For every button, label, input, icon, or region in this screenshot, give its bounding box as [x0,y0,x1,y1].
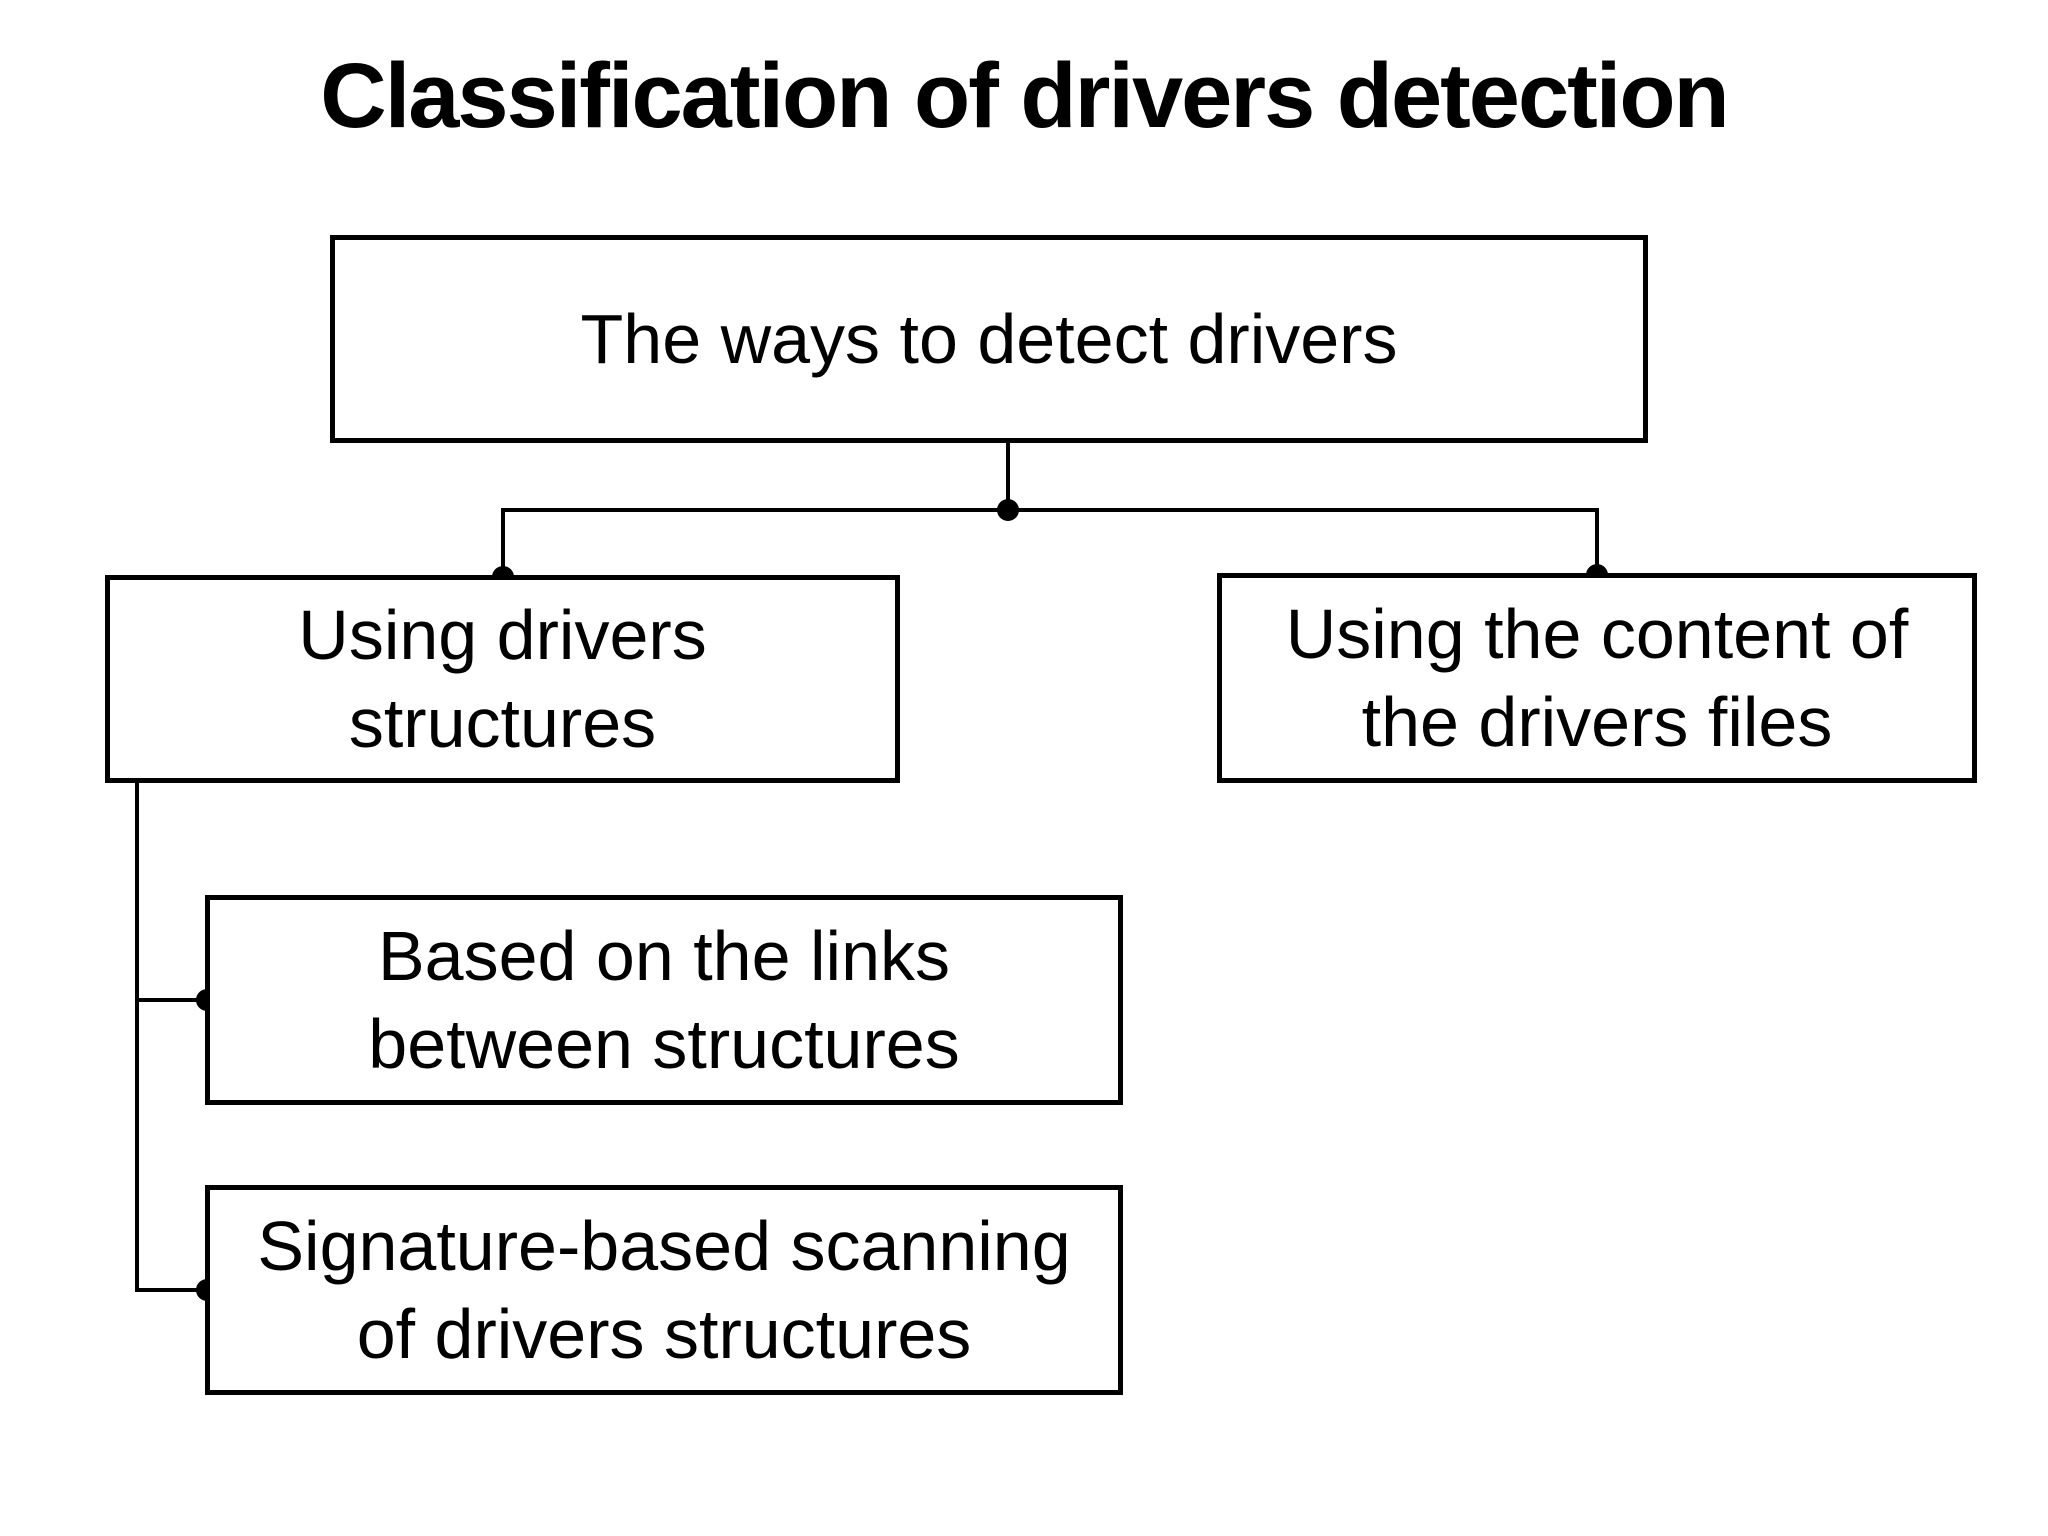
node-signature-based-scanning: Signature-based scanning of drivers stru… [205,1185,1123,1395]
junction-dot-center [997,499,1019,521]
connector-sub1-stub [135,998,209,1002]
connector-root-drop [1006,443,1010,512]
slide-title: Classification of drivers detection [320,45,1729,147]
connector-substructures-vertical [135,781,139,1292]
connector-right-drop [1595,508,1599,576]
node-ways-to-detect-drivers: The ways to detect drivers [330,235,1648,443]
node-using-drivers-structures: Using drivers structures [105,575,900,783]
connector-left-drop [501,508,505,578]
connector-sub2-stub [135,1288,209,1292]
node-based-on-links-between-structures: Based on the links between structures [205,895,1123,1105]
node-using-content-of-drivers-files: Using the content of the drivers files [1217,573,1977,783]
connector-main-horizontal [501,508,1599,512]
